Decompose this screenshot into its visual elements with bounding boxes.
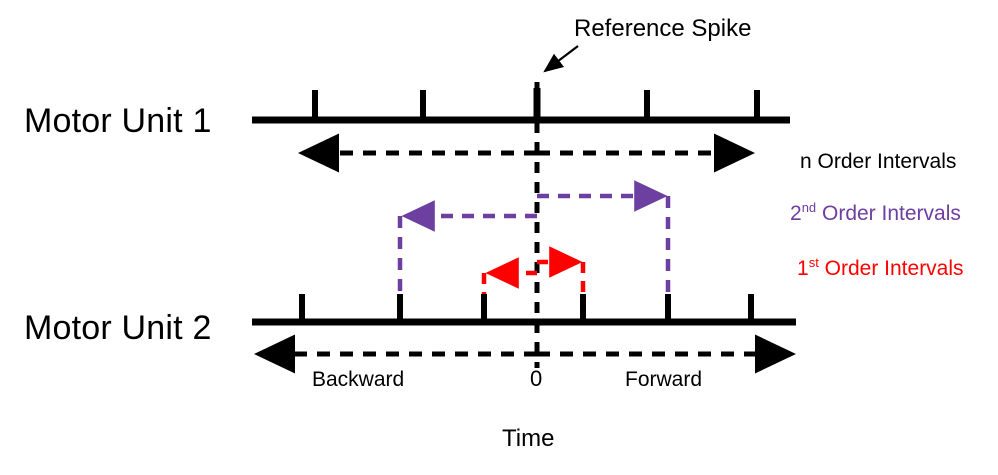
reference-spike-annotation: Reference Spike bbox=[574, 15, 752, 42]
legend-second-order-sup: nd bbox=[801, 200, 817, 215]
time-axis-label: Time bbox=[502, 425, 555, 452]
second-order-backward-bracket bbox=[397, 200, 537, 309]
backward-direction-label: Backward bbox=[312, 368, 405, 391]
legend-first-order-prefix: 1 bbox=[797, 257, 809, 280]
motor-unit-2-spike-train bbox=[252, 294, 796, 326]
first-order-forward-bracket bbox=[537, 246, 586, 309]
zero-tick-label: 0 bbox=[530, 366, 543, 391]
legend-n-order-prefix: n bbox=[800, 150, 812, 173]
forward-direction-label: Forward bbox=[625, 368, 703, 391]
motor-unit-2-label: Motor Unit 2 bbox=[24, 309, 212, 347]
legend-second-order-rest: Order Intervals bbox=[816, 202, 961, 225]
legend-first-order-sup: st bbox=[808, 255, 819, 270]
legend-n-order-rest: Order Intervals bbox=[811, 150, 957, 173]
legend-item-first-order: 1st Order Intervals bbox=[797, 255, 964, 280]
first-order-backward-bracket bbox=[481, 257, 537, 309]
legend-item-n-order: n Order Intervals bbox=[800, 151, 956, 172]
motor-unit-1-label: Motor Unit 1 bbox=[24, 102, 212, 140]
motor-unit-1-spike-train bbox=[252, 88, 790, 124]
reference-spike-pointer-arrow bbox=[543, 45, 579, 73]
second-order-forward-bracket bbox=[537, 180, 671, 309]
legend-first-order-rest: Order Intervals bbox=[818, 257, 964, 280]
legend-item-second-order: 2nd Order Intervals bbox=[790, 200, 961, 225]
legend-second-order-prefix: 2 bbox=[790, 202, 802, 225]
